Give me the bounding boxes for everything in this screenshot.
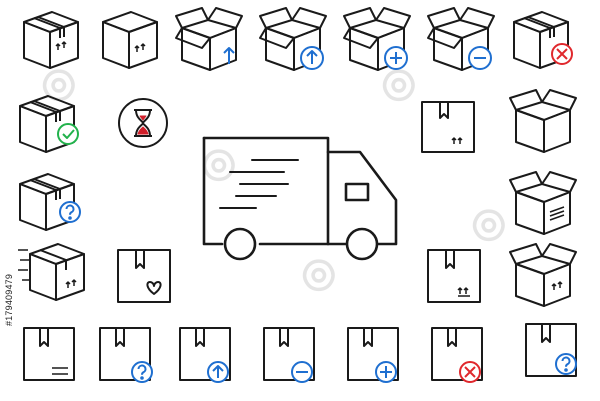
flat-box-lines-icon [22, 326, 76, 382]
open-box-arrow-up-icon [174, 4, 246, 74]
open-box-label-icon-2 [508, 240, 580, 310]
flat-box-arrows-icon [420, 100, 476, 154]
flat-box-remove-circle-icon [262, 326, 326, 386]
stock-id-label: #179409479 [4, 273, 14, 327]
closed-box-arrows-icon [18, 6, 84, 72]
fast-delivery-box-icon [18, 238, 88, 306]
open-box-label-icon [508, 168, 580, 238]
flat-box-cancel-circle-icon [430, 326, 494, 386]
flat-box-heart-icon [116, 248, 172, 304]
closed-box-cancel-circle-icon [510, 6, 580, 72]
flat-box-upload-circle-icon [178, 326, 242, 386]
flat-box-add-circle-icon [346, 326, 410, 386]
delivery-truck-icon [200, 132, 410, 264]
closed-box-arrows-icon-2 [97, 6, 163, 72]
closed-box-check-circle-icon [16, 90, 84, 156]
flat-box-question-circle-icon-2 [524, 322, 588, 382]
open-box-remove-circle-icon [426, 4, 498, 74]
flat-box-question-circle-icon [98, 326, 162, 386]
open-box-upload-circle-icon [258, 4, 330, 74]
open-box-add-circle-icon [342, 4, 414, 74]
closed-box-question-circle-icon [16, 168, 84, 234]
flat-box-arrows-icon-2 [426, 248, 482, 304]
hourglass-circle-icon [117, 97, 169, 149]
open-box-icon [508, 86, 580, 156]
